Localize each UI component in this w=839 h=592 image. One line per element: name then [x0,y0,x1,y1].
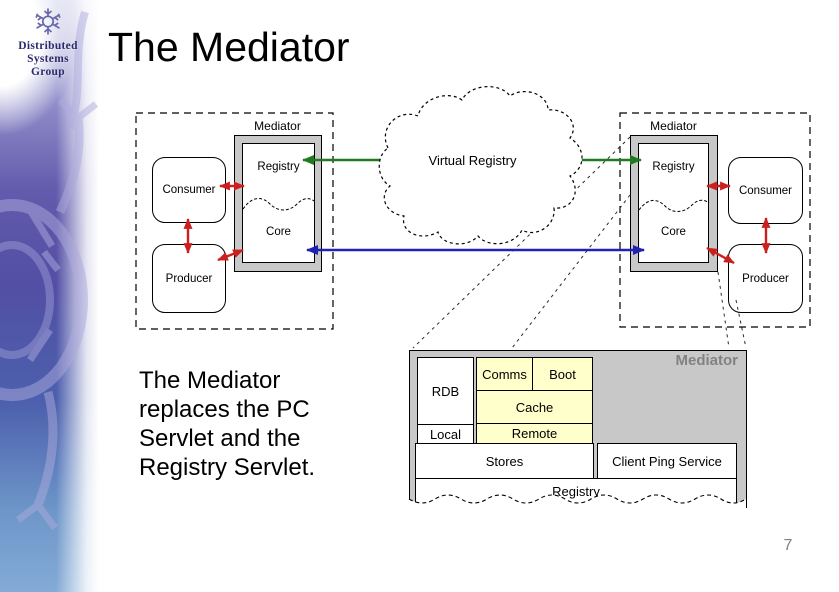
left-mediator-inner-box: Registry Core [242,143,315,263]
left-consumer-node: Consumer [152,157,226,223]
left-registry-label: Registry [257,161,300,173]
module-remote: Remote [476,423,593,444]
module-client-ping-service: Client Ping Service [597,443,737,479]
module-rdb: RDB [417,357,474,425]
left-producer-label: Producer [165,272,213,285]
module-comms: Comms [476,357,533,391]
dsg-logo: Distributed Systems Group [2,5,94,79]
right-mediator-inner-box: Registry Core [638,143,709,263]
left-consumer-label: Consumer [162,184,216,196]
module-rdb-label: RDB [431,383,460,399]
right-registry-label: Registry [652,161,695,173]
slide-title: The Mediator [108,24,350,70]
page-number: 7 [783,537,793,554]
right-core-label: Core [661,226,686,238]
dsg-snowflake-icon [35,8,61,35]
right-producer-label: Producer [742,272,789,285]
logo-text-line-2: Systems [27,53,69,65]
virtual-registry-cloud-label: Virtual Registry [428,153,517,168]
logo-text-line-1: Distributed [18,40,78,52]
slide-body-text: The Mediator replaces the PC Servlet and… [139,367,316,481]
module-cache-label: Cache [515,399,554,415]
ornament-watermark [0,10,99,531]
left-mediator-frame-label: Mediator [254,119,301,133]
module-local-label: Local [429,426,462,442]
right-producer-node: Producer [728,244,803,313]
module-cache: Cache [476,390,593,424]
zoom-projection-line [511,194,631,349]
sidebar-decoration: Distributed Systems Group [0,0,102,592]
logo-text-line-3: Group [31,66,65,78]
left-core-label: Core [266,226,291,238]
right-mediator-frame-label: Mediator [650,119,697,133]
module-boot: Boot [532,357,593,391]
module-stores: Stores [415,443,594,479]
module-stores-label: Stores [485,453,524,469]
module-comms-label: Comms [482,366,527,382]
right-consumer-node: Consumer [728,157,803,224]
zoom-projection-line [412,136,631,349]
module-remote-label: Remote [511,426,558,441]
module-boot-label: Boot [549,366,576,382]
module-registry-label: Registry [552,484,600,499]
module-local: Local [417,424,474,444]
right-consumer-label: Consumer [738,184,793,197]
module-client-ping-label: Client Ping Service [612,453,722,469]
mediator-detail-title: Mediator [675,352,738,369]
module-registry: Registry [415,478,737,508]
left-producer-node: Producer [152,244,226,313]
